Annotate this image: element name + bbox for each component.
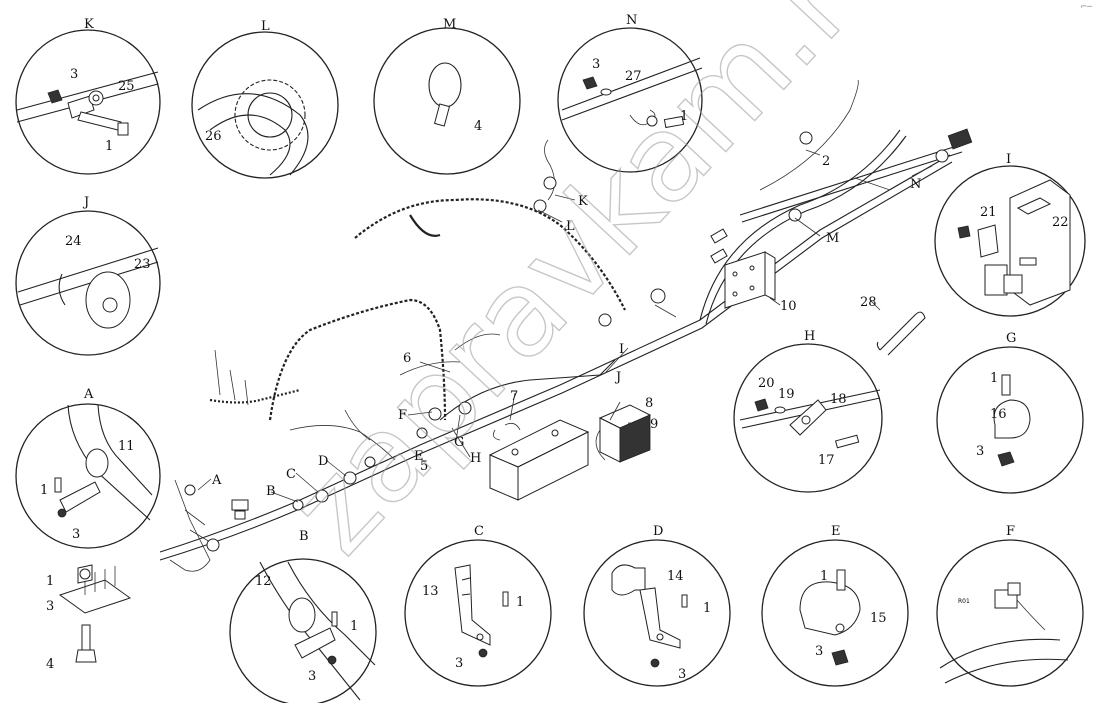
part-label-D-3: 3 bbox=[678, 667, 686, 682]
part-label-E-1: 1 bbox=[820, 569, 828, 584]
fuse-bracket-assembly bbox=[58, 564, 132, 663]
callout-J: J bbox=[614, 370, 621, 385]
callout-28: 28 bbox=[860, 295, 877, 310]
callout-4: 4 bbox=[46, 657, 54, 672]
part-label-B-1: 1 bbox=[350, 619, 358, 634]
callout-6: 6 bbox=[403, 351, 411, 366]
part-label-I-21: 21 bbox=[980, 205, 997, 220]
detail-view-D bbox=[583, 539, 731, 687]
part-label-K-25: 25 bbox=[118, 79, 135, 94]
part-label-G-16: 16 bbox=[990, 407, 1007, 422]
detail-header-C: C bbox=[474, 524, 484, 539]
part-label-A-3: 3 bbox=[72, 527, 80, 542]
callout-K: K bbox=[578, 194, 588, 209]
callout-A: A bbox=[211, 473, 222, 488]
bracket-part bbox=[724, 251, 776, 309]
callout-M: M bbox=[826, 231, 839, 246]
detail-header-I: I bbox=[1006, 152, 1011, 167]
detail-view-B bbox=[229, 558, 377, 703]
callout-9: 9 bbox=[650, 417, 658, 432]
callout-I: I bbox=[619, 342, 624, 357]
detail-view-K bbox=[15, 29, 161, 175]
detail-header-F: F bbox=[1006, 524, 1015, 539]
detail-view-L bbox=[191, 31, 339, 179]
part-label-G-1: 1 bbox=[990, 371, 998, 386]
part-label-K-1: 1 bbox=[105, 139, 113, 154]
part-label-J-23: 23 bbox=[134, 257, 151, 272]
part-label-C-3: 3 bbox=[455, 656, 463, 671]
part-label-I-22: 22 bbox=[1052, 215, 1069, 230]
part-label-J-24: 24 bbox=[65, 234, 82, 249]
callout-E: E bbox=[414, 449, 424, 464]
detail-header-M: M bbox=[443, 17, 456, 32]
callout-10: 10 bbox=[780, 299, 797, 314]
detail-view-H bbox=[733, 343, 883, 493]
callout-5: 5 bbox=[420, 459, 428, 474]
part-label-G-3: 3 bbox=[976, 444, 984, 459]
detail-view-E bbox=[761, 539, 909, 687]
battery bbox=[488, 419, 590, 501]
callout-2: 2 bbox=[822, 154, 830, 169]
callout-G: G bbox=[454, 435, 464, 450]
part-label-A-11: 11 bbox=[118, 439, 135, 454]
detail-view-C bbox=[404, 539, 552, 687]
part-label-C-13: 13 bbox=[422, 584, 439, 599]
detail-view-G bbox=[936, 346, 1084, 494]
part-label-D-14: 14 bbox=[667, 569, 684, 584]
callout-F: F bbox=[398, 408, 407, 423]
detail-view-F bbox=[936, 539, 1084, 687]
detail-view-M bbox=[373, 27, 521, 175]
part-label-H-20: 20 bbox=[758, 376, 775, 391]
callout-1: 1 bbox=[46, 574, 54, 589]
u-clip-part bbox=[876, 311, 926, 356]
connector-tag: R01 bbox=[958, 598, 970, 605]
callout-N: N bbox=[910, 177, 921, 192]
detail-header-D: D bbox=[653, 524, 663, 539]
callout-B: B bbox=[266, 484, 276, 499]
part-label-D-1: 1 bbox=[703, 601, 711, 616]
part-label-H-17: 17 bbox=[818, 453, 835, 468]
detail-header-E: E bbox=[831, 524, 841, 539]
callout-8: 8 bbox=[645, 396, 653, 411]
detail-header-B: B bbox=[299, 529, 309, 544]
part-label-N-27: 27 bbox=[625, 69, 642, 84]
detail-header-H: H bbox=[804, 329, 815, 344]
detail-view-J bbox=[15, 210, 161, 356]
detail-header-L: L bbox=[261, 19, 270, 34]
part-label-B-12: 12 bbox=[255, 574, 272, 589]
detail-view-N bbox=[557, 27, 703, 173]
part-label-E-15: 15 bbox=[870, 611, 887, 626]
part-label-H-18: 18 bbox=[830, 392, 847, 407]
part-label-L-26: 26 bbox=[205, 129, 222, 144]
detail-header-G: G bbox=[1006, 331, 1016, 346]
part-label-N-1: 1 bbox=[680, 109, 688, 124]
part-label-E-3: 3 bbox=[815, 644, 823, 659]
corner-mark: ⌐─ bbox=[1080, 2, 1092, 11]
detail-header-A: A bbox=[83, 387, 94, 402]
detail-view-A bbox=[15, 403, 161, 549]
callout-D: D bbox=[318, 454, 328, 469]
detail-header-K: K bbox=[84, 17, 94, 32]
part-label-A-1: 1 bbox=[40, 483, 48, 498]
part-label-M-4: 4 bbox=[474, 119, 482, 134]
main-harness-assembly bbox=[58, 79, 973, 663]
relay-box bbox=[595, 404, 652, 463]
part-label-C-1: 1 bbox=[516, 595, 524, 610]
detail-header-J: J bbox=[82, 195, 89, 210]
callout-L: L bbox=[566, 219, 575, 234]
part-label-H-19: 19 bbox=[778, 387, 795, 402]
detail-header-N: N bbox=[626, 13, 637, 28]
part-label-B-3: 3 bbox=[308, 669, 316, 684]
detail-view-I bbox=[934, 165, 1086, 317]
callout-C: C bbox=[286, 467, 296, 482]
callout-3: 3 bbox=[46, 599, 54, 614]
callout-7: 7 bbox=[510, 389, 518, 404]
callout-H: H bbox=[470, 451, 481, 466]
part-label-K-3: 3 bbox=[70, 67, 78, 82]
part-label-N-3: 3 bbox=[592, 57, 600, 72]
